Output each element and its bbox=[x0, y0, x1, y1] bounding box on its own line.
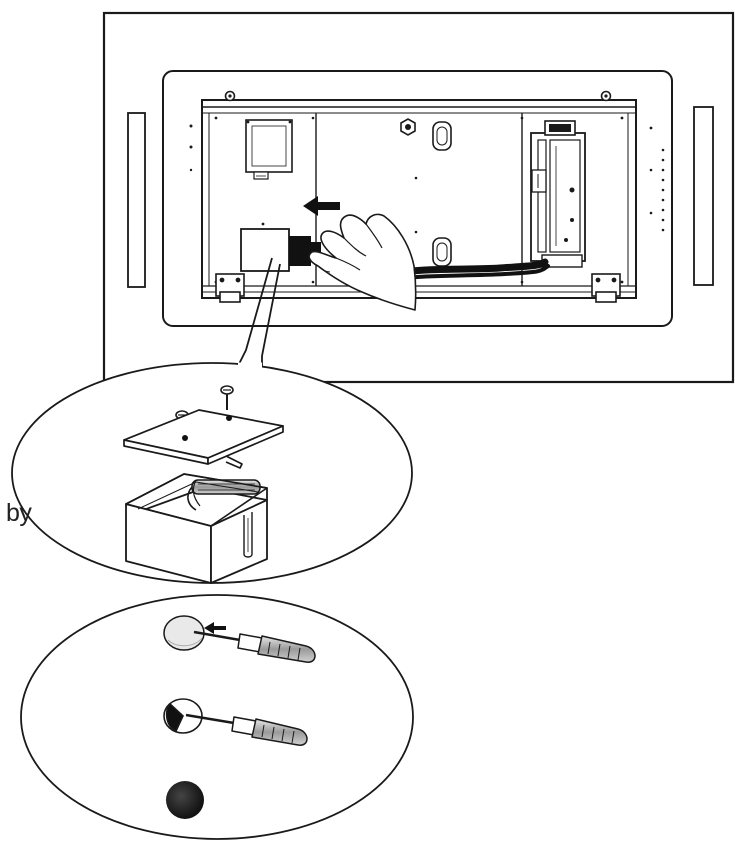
cropped-caption-fragment: by bbox=[6, 499, 32, 527]
bracket-right bbox=[591, 273, 621, 303]
detail-oval-junction-box bbox=[11, 362, 413, 584]
arrow-left-icon bbox=[303, 196, 340, 216]
arrow-left-icon bbox=[204, 622, 226, 634]
control-module bbox=[245, 119, 293, 173]
center-nut bbox=[400, 118, 416, 136]
hand-icon bbox=[308, 213, 417, 311]
cable-harness bbox=[401, 258, 549, 276]
knockout-opening bbox=[166, 781, 204, 819]
knockout-disc-step2 bbox=[163, 698, 203, 734]
junction-box bbox=[240, 228, 290, 272]
blower-assembly bbox=[530, 120, 586, 268]
keyhole-lower bbox=[432, 237, 452, 267]
left-light-bar bbox=[127, 112, 146, 288]
screwdriver-icon bbox=[185, 713, 308, 746]
bracket-left bbox=[215, 273, 245, 303]
junction-box-cover bbox=[123, 409, 284, 469]
keyhole-upper bbox=[432, 121, 452, 151]
screw-icon bbox=[220, 385, 234, 410]
screwdriver-icon bbox=[193, 630, 316, 663]
junction-box-exploded bbox=[125, 473, 268, 584]
appliance-housing bbox=[102, 11, 735, 384]
detail-oval-knockout bbox=[20, 594, 414, 840]
plug-connector bbox=[289, 236, 311, 266]
plug-icon bbox=[166, 781, 204, 819]
right-light-bar bbox=[693, 106, 714, 286]
